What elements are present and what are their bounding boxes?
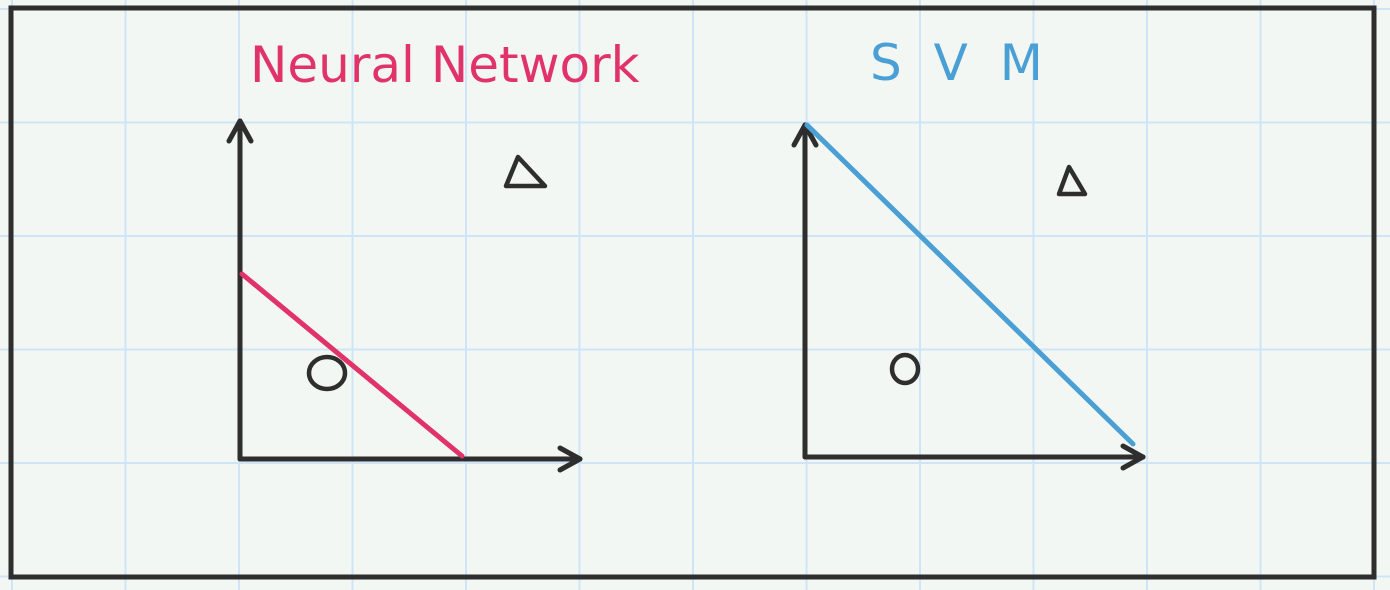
panel-title-neural-network: Neural Network xyxy=(250,36,640,94)
nn-axes xyxy=(226,118,583,473)
svm-triangle-marker xyxy=(1056,164,1088,197)
svm-decision-boundary xyxy=(804,122,1136,447)
svm-x-axis-arrowhead xyxy=(1120,443,1146,471)
svm-axes xyxy=(791,122,1146,471)
outer-frame xyxy=(8,5,1377,580)
nn-x-axis-arrowhead xyxy=(557,445,583,473)
nn-circle-marker xyxy=(306,354,348,392)
nn-triangle-marker xyxy=(503,154,548,189)
nn-decision-boundary xyxy=(239,271,465,459)
panel-title-svm: S V M xyxy=(870,34,1051,92)
neural-network-panel: Neural Network xyxy=(226,36,640,473)
svm-panel: S V M xyxy=(791,34,1146,471)
nn-y-axis-arrowhead xyxy=(226,118,254,144)
svm-circle-marker xyxy=(889,352,921,386)
